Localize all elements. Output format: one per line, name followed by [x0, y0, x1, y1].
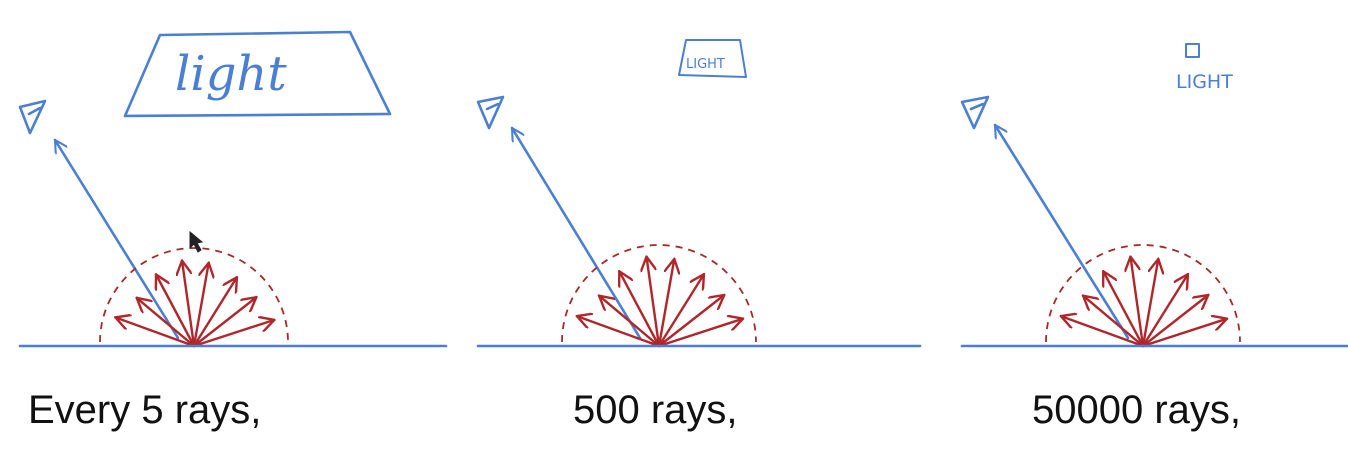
view-ray — [53, 140, 180, 340]
hemisphere-outline — [561, 244, 757, 343]
light-label: LIGHT — [1176, 71, 1233, 93]
sample-rays — [577, 257, 743, 348]
light-source-small — [678, 39, 747, 78]
sample-ray-arrow — [182, 261, 196, 348]
sample-ray-arrow — [156, 275, 196, 348]
sample-ray-arrow — [1141, 259, 1158, 348]
sample-ray-arrow — [137, 298, 196, 348]
hemisphere-outline — [1045, 244, 1241, 343]
sample-ray-arrow — [657, 274, 704, 348]
sample-ray-arrow — [657, 319, 743, 348]
sample-ray-arrow — [1141, 274, 1188, 348]
sample-ray-arrow — [1061, 316, 1145, 348]
sample-ray-arrow — [192, 263, 209, 348]
light-source-tiny — [1185, 43, 1200, 58]
light-label: light — [175, 46, 287, 102]
sample-ray-arrow — [619, 271, 661, 348]
sample-ray-arrow — [115, 317, 196, 348]
light-source-large — [123, 30, 392, 118]
sample-ray-arrow — [647, 257, 661, 348]
sample-rays — [115, 261, 274, 348]
sample-ray-arrow — [1141, 295, 1208, 348]
sample-ray-arrow — [192, 320, 274, 348]
eye-icon — [18, 99, 47, 135]
hemisphere-outline — [99, 247, 289, 343]
sample-ray-arrow — [657, 295, 724, 348]
sample-ray-arrow — [1103, 271, 1145, 348]
sample-ray-arrow — [192, 297, 256, 348]
sample-ray-arrow — [1083, 296, 1145, 348]
light-label: LIGHT — [686, 57, 725, 72]
sample-ray-arrow — [599, 296, 661, 348]
sample-ray-arrow — [1141, 319, 1227, 348]
caption-panel-1: Every 5 rays, — [28, 388, 262, 432]
eye-icon — [960, 95, 990, 130]
sample-ray-arrow — [192, 277, 237, 348]
sample-ray-arrow — [657, 259, 674, 348]
view-ray — [510, 128, 642, 340]
panel-3: LIGHT — [960, 43, 1348, 348]
sample-rays — [1061, 257, 1227, 348]
sample-ray-arrow — [1131, 257, 1145, 348]
eye-icon — [476, 95, 505, 130]
caption-panel-2: 500 rays, — [573, 388, 738, 432]
view-ray — [993, 125, 1130, 340]
panel-2: LIGHT — [476, 39, 922, 348]
caption-panel-3: 50000 rays, — [1032, 388, 1242, 432]
panel-1: light — [18, 30, 448, 348]
sample-ray-arrow — [577, 316, 661, 348]
cursor-icon — [189, 230, 204, 253]
